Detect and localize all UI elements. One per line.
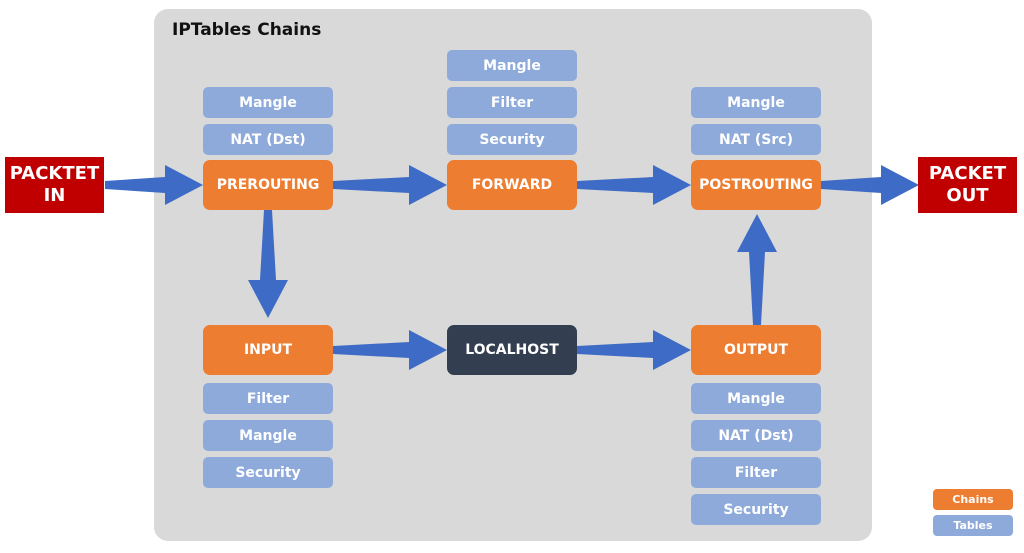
arrow-localhost-to-output [577, 330, 691, 370]
table-postrouting-nat: NAT (Src) [691, 124, 821, 155]
packet-out: PACKET OUT [918, 157, 1017, 213]
chain-forward: FORWARD [447, 160, 577, 210]
table-output-filter: Filter [691, 457, 821, 488]
arrow-postrouting-to-out [821, 165, 919, 205]
diagram-title: IPTables Chains [172, 20, 322, 40]
arrow-prerouting-to-forward [333, 165, 447, 205]
table-forward-security: Security [447, 124, 577, 155]
table-input-filter: Filter [203, 383, 333, 414]
arrow-in-to-prerouting [105, 165, 203, 205]
table-forward-filter: Filter [447, 87, 577, 118]
arrow-input-to-localhost [333, 330, 447, 370]
table-prerouting-nat: NAT (Dst) [203, 124, 333, 155]
legend-chains: Chains [933, 489, 1013, 510]
table-output-nat: NAT (Dst) [691, 420, 821, 451]
packet-in: PACKTET IN [5, 157, 104, 213]
table-postrouting-mangle: Mangle [691, 87, 821, 118]
arrow-output-to-postrouting [737, 214, 777, 325]
arrow-forward-to-postrouting [577, 165, 691, 205]
table-input-mangle: Mangle [203, 420, 333, 451]
chain-output: OUTPUT [691, 325, 821, 375]
table-forward-mangle: Mangle [447, 50, 577, 81]
legend-tables: Tables [933, 515, 1013, 536]
chain-postrouting: POSTROUTING [691, 160, 821, 210]
arrow-prerouting-to-input [248, 210, 288, 318]
chain-prerouting: PREROUTING [203, 160, 333, 210]
chain-input: INPUT [203, 325, 333, 375]
localhost-node: LOCALHOST [447, 325, 577, 375]
table-prerouting-mangle: Mangle [203, 87, 333, 118]
table-output-security: Security [691, 494, 821, 525]
table-output-mangle: Mangle [691, 383, 821, 414]
table-input-security: Security [203, 457, 333, 488]
